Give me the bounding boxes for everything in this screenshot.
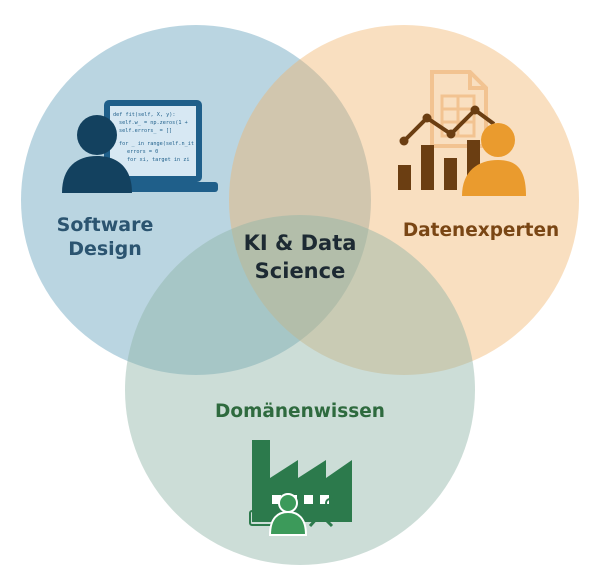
- domaenenwissen-circle: [125, 215, 475, 565]
- code-line-2: self.w_ = np.zeros(1 +: [119, 120, 188, 126]
- center-label-line1: KI & Data: [243, 231, 357, 255]
- domaenenwissen-label: Domänenwissen: [215, 401, 385, 422]
- center-label: KI & Data Science: [225, 229, 375, 286]
- center-label-line2: Science: [254, 259, 346, 284]
- code-line-3: self.errors_ = []: [119, 128, 172, 134]
- software-design-label: Software Design: [40, 214, 170, 262]
- code-line-6: for xi, target in zi: [127, 157, 189, 163]
- datenexperten-circle: [229, 25, 579, 375]
- code-line-5: errors = 0: [127, 149, 158, 155]
- code-line-1: def fit(self, X, y):: [113, 112, 175, 118]
- data-analyst-chart-icon: [398, 70, 526, 196]
- software-label-line2: Design: [68, 237, 142, 260]
- code-line-4: for _ in range(self.n_it: [119, 141, 194, 147]
- datenexperten-label: Datenexperten: [402, 220, 560, 241]
- factory-worker-icon: [249, 440, 352, 536]
- software-label-line1: Software: [56, 214, 154, 236]
- developer-laptop-icon: def fit(self, X, y): self.w_ = np.zeros(…: [62, 100, 218, 193]
